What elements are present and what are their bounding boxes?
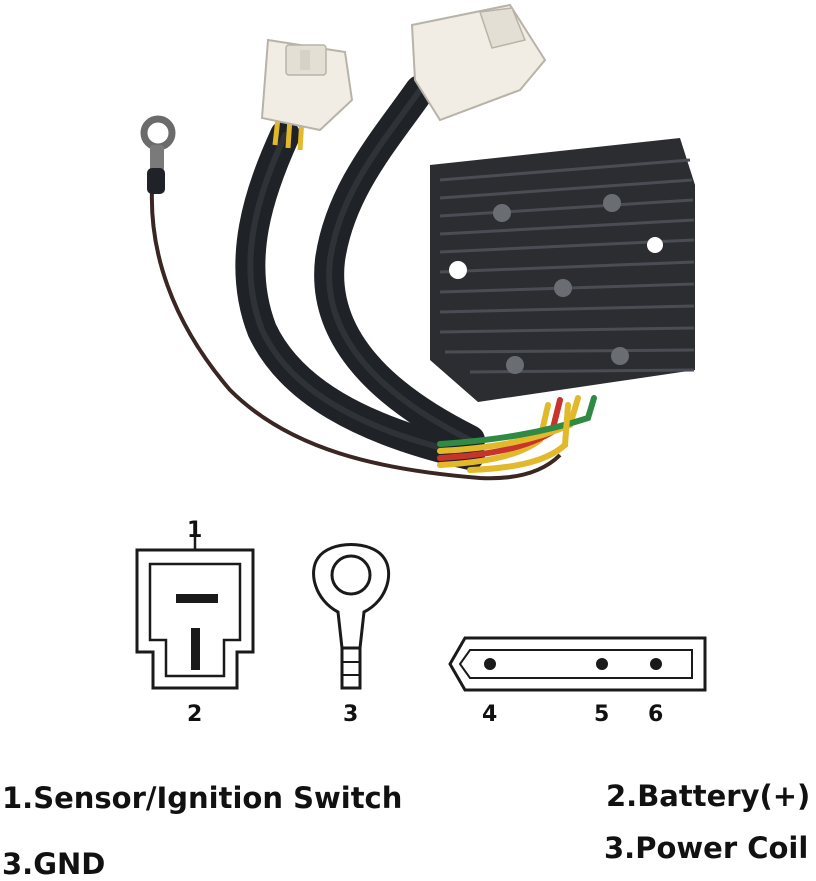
pin-4-contact [484,658,496,670]
regulator-body [430,138,695,402]
pin-2-contact [191,628,200,670]
legend-gnd: 3.GND [2,847,106,881]
ground-wire [149,189,562,481]
legend-power-coil: 3.Power Coil [604,831,809,865]
regulator-photo [140,3,695,481]
pin-label-3: 3 [343,702,359,727]
legend-sensor-ignition: 1.Sensor/Ignition Switch [2,781,403,815]
pinout-diagram [135,536,707,692]
pin-label-6: 6 [648,702,664,727]
wire-bundle [437,395,597,473]
pin-5-contact [596,658,608,670]
pin-1-contact [176,594,218,603]
three-pin-connector-diagram [448,636,707,692]
pin-label-4: 4 [482,702,498,727]
ring-terminal [140,115,176,194]
ring-terminal-diagram [312,543,391,690]
two-pin-connector-diagram [135,536,255,690]
pin-label-5: 5 [594,702,610,727]
pin-label-2: 2 [187,702,203,727]
pin-6-contact [650,658,662,670]
legend-battery: 2.Battery(+) [606,779,811,813]
large-connector [410,3,547,122]
small-connector [260,38,354,132]
pin-label-1: 1 [187,518,203,543]
